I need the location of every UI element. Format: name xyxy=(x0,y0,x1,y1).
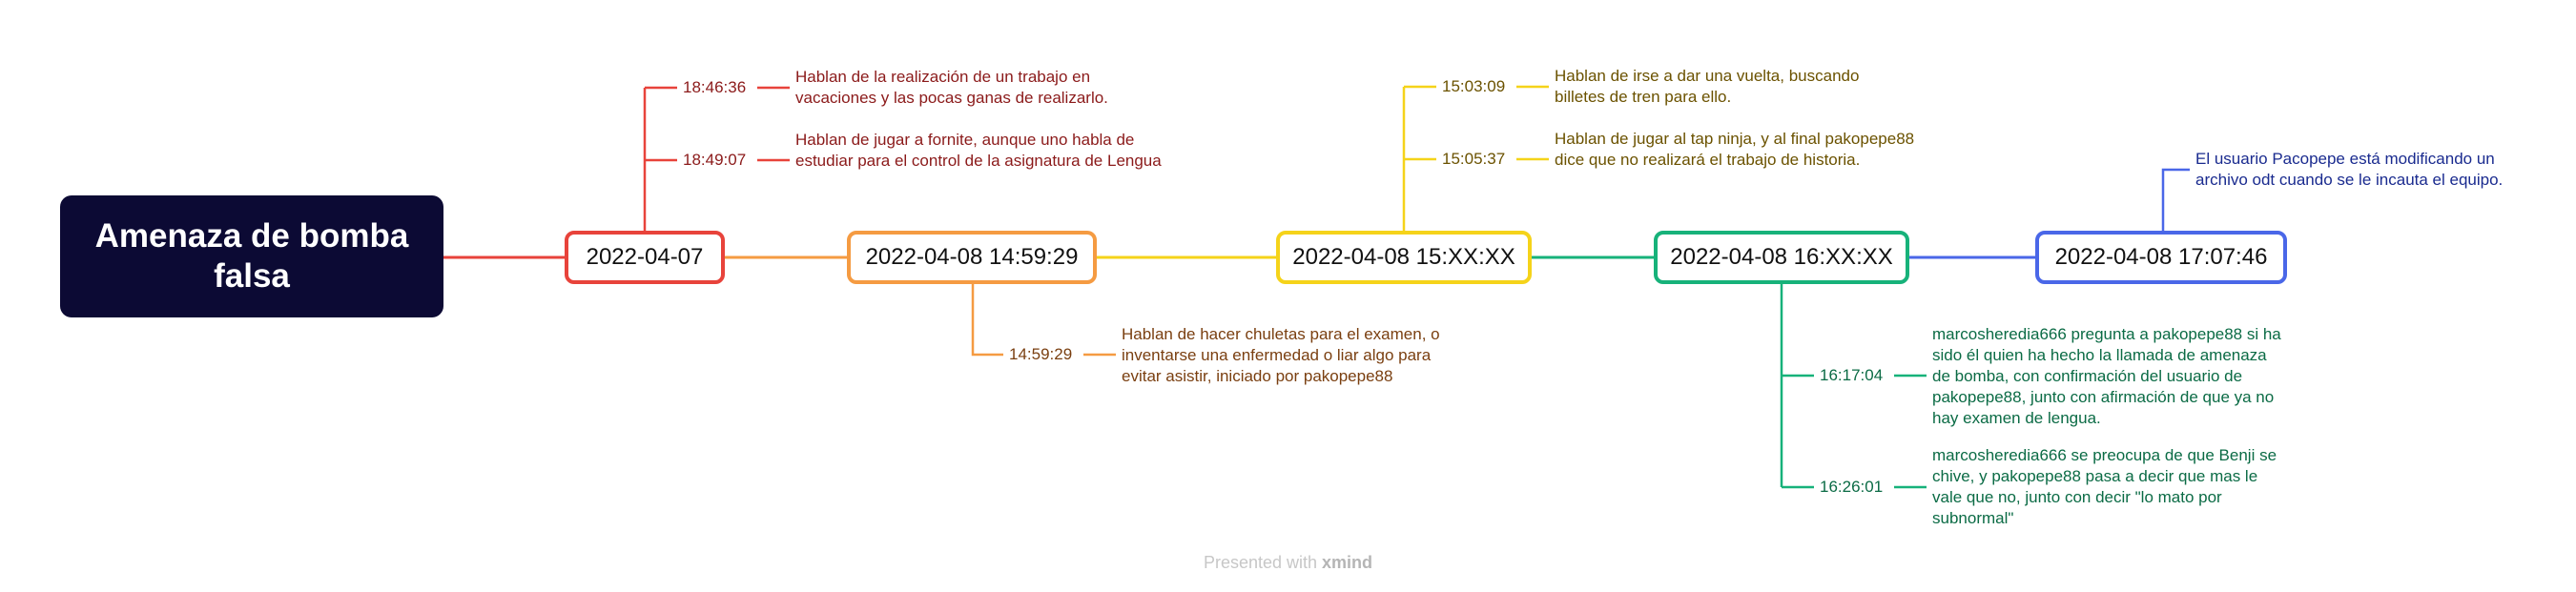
timeline-node-label: 2022-04-08 16:XX:XX xyxy=(1670,244,1893,270)
subtopic-time[interactable]: 15:03:09 xyxy=(1442,77,1506,95)
footer-brand: xmind xyxy=(1322,553,1373,572)
subtopic-description[interactable]: marcosheredia666 pregunta a pakopepe88 s… xyxy=(1932,325,2281,427)
footer-prefix: Presented with xyxy=(1203,553,1318,572)
subtopic-time[interactable]: 14:59:29 xyxy=(1009,345,1073,363)
branch-node4 xyxy=(1780,284,1814,489)
subtopic-time[interactable]: 15:05:37 xyxy=(1442,150,1506,168)
timeline-node-4[interactable]: 2022-04-08 16:XX:XX xyxy=(1654,231,1909,284)
timeline-node-label: 2022-04-08 14:59:29 xyxy=(865,244,1079,270)
subtopic-time[interactable]: 18:49:07 xyxy=(683,151,747,169)
footer-credit: Presented with xmind xyxy=(0,553,2576,573)
subtopic-description[interactable]: Hablan de irse a dar una vuelta, buscand… xyxy=(1555,67,1860,106)
branch-node2 xyxy=(971,284,1003,357)
branch-node3 xyxy=(1402,85,1436,231)
timeline-node-2[interactable]: 2022-04-08 14:59:29 xyxy=(847,231,1097,284)
subtopic-time[interactable]: 18:46:36 xyxy=(683,78,747,96)
timeline-node-5[interactable]: 2022-04-08 17:07:46 xyxy=(2035,231,2287,284)
timeline-node-label: 2022-04-08 15:XX:XX xyxy=(1292,244,1515,270)
subtopic-time[interactable]: 16:17:04 xyxy=(1820,366,1884,384)
subtopic-description[interactable]: marcosheredia666 se preocupa de que Benj… xyxy=(1932,446,2277,527)
subtopic-description[interactable]: Hablan de jugar a fornite, aunque uno ha… xyxy=(795,131,1162,170)
subtopic-description[interactable]: Hablan de jugar al tap ninja, y al final… xyxy=(1555,130,1915,169)
branch-node1 xyxy=(643,86,677,231)
timeline-node-label: 2022-04-07 xyxy=(586,244,704,270)
branch-node5 xyxy=(2161,168,2190,231)
timeline-node-label: 2022-04-08 17:07:46 xyxy=(2054,244,2268,270)
subtopic-description[interactable]: Hablan de hacer chuletas para el examen,… xyxy=(1122,325,1440,385)
subtopic-description[interactable]: Hablan de la realización de un trabajo e… xyxy=(795,68,1108,107)
subtopic-time[interactable]: 16:26:01 xyxy=(1820,478,1884,496)
subtopic-description[interactable]: El usuario Pacopepe está modificando un … xyxy=(2195,150,2504,189)
root-title: Amenaza de bomba falsa xyxy=(94,217,409,295)
timeline-node-1[interactable]: 2022-04-07 xyxy=(565,231,725,284)
timeline-node-3[interactable]: 2022-04-08 15:XX:XX xyxy=(1276,231,1532,284)
root-topic[interactable]: Amenaza de bomba falsa xyxy=(60,195,443,317)
